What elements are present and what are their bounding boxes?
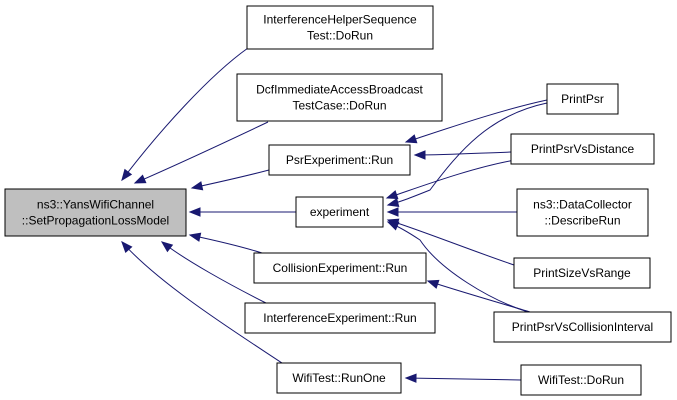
node-collision-experiment-run[interactable]: CollisionExperiment::Run	[253, 252, 427, 284]
arrowhead	[404, 134, 418, 144]
node-label: ::DescribeRun	[544, 214, 620, 228]
node-dcf-immediate[interactable]: DcfImmediateAccessBroadcastTestCase::DoR…	[236, 73, 443, 122]
node-label: ::SetPropagationLossModel	[22, 214, 169, 228]
node-root[interactable]: ns3::YansWifiChannel::SetPropagationLoss…	[4, 188, 187, 237]
node-box	[510, 133, 655, 165]
edge-print_psr_vs_distance-to-experiment	[385, 159, 516, 200]
node-print-psr-vs-distance[interactable]: PrintPsrVsDistance	[510, 133, 655, 165]
node-label: PrintPsrVsDistance	[531, 142, 635, 156]
edge-line	[121, 47, 249, 181]
node-box	[276, 362, 402, 394]
edge-print_psr_vs_collision-to-experiment	[386, 221, 529, 313]
node-box	[236, 73, 443, 122]
node-label: Test::DoRun	[307, 29, 373, 43]
node-label: CollisionExperiment::Run	[273, 261, 408, 275]
node-print-size-vs-range[interactable]: PrintSizeVsRange	[513, 257, 651, 289]
arrowhead	[133, 174, 147, 184]
node-label: PrintPsr	[561, 92, 604, 106]
edge-dcf_immediate-to-root	[133, 121, 269, 184]
node-label: PrintSizeVsRange	[533, 266, 631, 280]
node-box	[253, 252, 427, 284]
node-label: ns3::YansWifiChannel	[37, 198, 154, 212]
edge-line	[387, 102, 548, 206]
node-label: experiment	[310, 205, 370, 219]
edge-interference_experiment_run-to-root	[160, 241, 269, 305]
node-print-psr-vs-collision[interactable]: PrintPsrVsCollisionInterval	[493, 311, 672, 343]
node-label: PsrExperiment::Run	[286, 153, 393, 167]
node-label: TestCase::DoRun	[292, 99, 386, 113]
node-label: InterferenceHelperSequence	[263, 13, 417, 27]
edge-line	[121, 241, 286, 366]
arrowhead	[426, 279, 440, 289]
edge-wifitest_runone-to-root	[121, 240, 286, 366]
edge-print_psr-to-experiment	[386, 102, 548, 208]
arrowhead	[121, 168, 133, 182]
node-box	[546, 83, 619, 115]
node-label: PrintPsrVsCollisionInterval	[512, 320, 653, 334]
edge-line	[405, 99, 548, 143]
edges	[121, 47, 548, 383]
arrowhead	[404, 373, 417, 383]
node-box	[244, 302, 436, 334]
arrowhead	[160, 241, 174, 253]
arrowhead	[121, 240, 133, 254]
node-box	[520, 364, 642, 396]
node-interference-experiment-run[interactable]: InterferenceExperiment::Run	[244, 302, 436, 334]
arrowhead	[385, 190, 399, 200]
node-box	[268, 144, 411, 176]
edge-data_collector-to-experiment	[386, 207, 517, 217]
node-experiment[interactable]: experiment	[295, 196, 384, 228]
node-box	[516, 188, 649, 237]
edge-collision_experiment_run-to-root	[188, 232, 263, 254]
node-print-psr[interactable]: PrintPsr	[546, 83, 619, 115]
edge-line	[191, 169, 270, 189]
arrowhead	[386, 207, 399, 217]
arrowhead	[190, 181, 204, 191]
node-label: ns3::DataCollector	[533, 198, 632, 212]
edge-experiment-to-root	[188, 207, 296, 217]
node-label: WifiTest::RunOne	[292, 371, 386, 385]
edge-line	[134, 121, 269, 184]
edge-interference_helper-to-root	[121, 47, 249, 182]
edge-line	[161, 241, 269, 305]
node-label: WifiTest::DoRun	[538, 373, 624, 387]
edge-line	[189, 234, 263, 254]
edge-line	[405, 377, 522, 381]
arrowhead	[386, 221, 400, 231]
node-box	[295, 196, 384, 228]
node-box	[4, 188, 187, 237]
edge-psr_experiment_run-to-root	[190, 169, 270, 191]
arrowhead	[188, 207, 201, 217]
node-box	[246, 5, 434, 50]
edge-line	[414, 151, 512, 156]
node-psr-experiment-run[interactable]: PsrExperiment::Run	[268, 144, 411, 176]
nodes: ns3::YansWifiChannel::SetPropagationLoss…	[4, 5, 672, 396]
node-wifitest-dorun[interactable]: WifiTest::DoRun	[520, 364, 642, 396]
arrowhead	[386, 197, 400, 208]
node-wifitest-runone[interactable]: WifiTest::RunOne	[276, 362, 402, 394]
node-data-collector[interactable]: ns3::DataCollector::DescribeRun	[516, 188, 649, 237]
node-label: DcfImmediateAccessBroadcast	[256, 83, 423, 97]
edge-print_psr-to-psr_experiment_run	[404, 99, 548, 144]
arrowhead	[413, 150, 426, 160]
edge-line	[386, 159, 516, 199]
edge-wifitest_dorun-to-wifitest_runone	[404, 373, 522, 383]
edge-line	[387, 219, 515, 266]
arrowhead	[188, 232, 202, 242]
node-box	[493, 311, 672, 343]
edge-print_psr_vs_collision-to-collision_experiment_run	[426, 279, 531, 313]
edge-print_psr_vs_distance-to-psr_experiment_run	[413, 150, 512, 160]
node-label: InterferenceExperiment::Run	[263, 311, 416, 325]
node-box	[513, 257, 651, 289]
